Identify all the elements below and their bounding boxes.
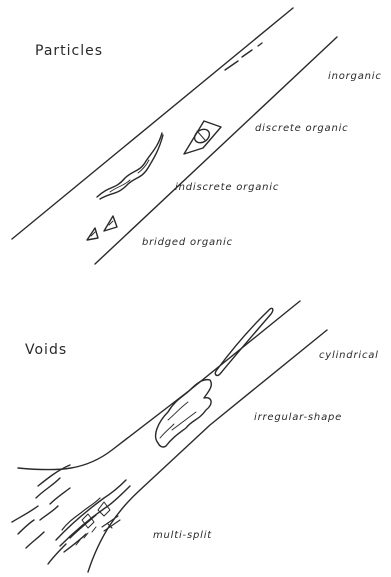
cylindrical-label: cylindrical xyxy=(319,351,379,361)
inorganic-label: inorganic xyxy=(328,72,382,82)
split-cracks xyxy=(12,465,70,564)
bridged-organic-particles xyxy=(87,216,117,240)
inorganic-particles xyxy=(225,43,262,70)
indiscrete-organic-label: indiscrete organic xyxy=(175,183,279,193)
particles-title: Particles xyxy=(35,44,103,58)
irregular-shape-void xyxy=(156,380,212,447)
cylindrical-void xyxy=(215,308,272,375)
discrete-organic-particle xyxy=(184,121,221,154)
multi-split-label: multi-split xyxy=(153,531,212,541)
irregular-shape-label: irregular-shape xyxy=(254,413,342,423)
bridged-organic-label: bridged organic xyxy=(142,238,233,248)
voids-title: Voids xyxy=(25,343,67,357)
discrete-organic-label: discrete organic xyxy=(255,124,348,134)
